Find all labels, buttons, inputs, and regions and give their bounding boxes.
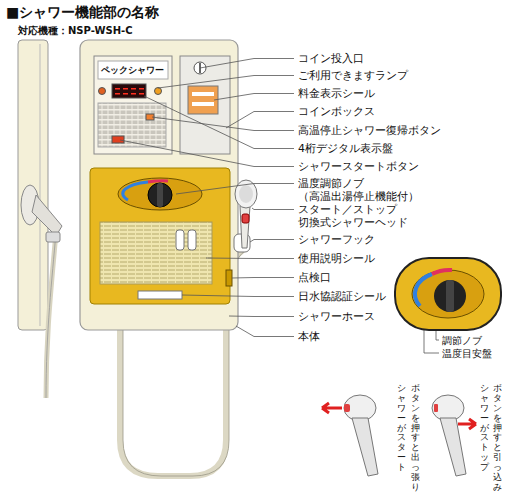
leader-line xyxy=(229,316,294,318)
leader-line xyxy=(200,59,294,69)
display-digits xyxy=(115,88,144,95)
model-note: 対応機種：NSP-WSH-C xyxy=(18,24,133,37)
leader-line xyxy=(206,258,294,260)
leader-line xyxy=(120,140,294,167)
detail-button xyxy=(434,404,438,412)
leader-line xyxy=(232,277,294,279)
vertical-note: ボタンを押すと引っ込み xyxy=(493,384,502,493)
arrow-right xyxy=(458,419,476,429)
start-button xyxy=(112,136,124,143)
instruction-sticker xyxy=(100,222,212,284)
inset-ring xyxy=(412,270,484,318)
detail-handle xyxy=(352,418,378,476)
part-name: シャワーホース xyxy=(298,310,375,323)
page-title: ■シャワー機能部の名称 xyxy=(6,4,159,21)
part-name: コインボックス xyxy=(298,105,375,118)
leader-line xyxy=(236,326,294,337)
vertical-note: ボタンを押すと出っ張り xyxy=(411,384,420,493)
part-name: 点検口 xyxy=(298,271,331,284)
inset-grip xyxy=(446,280,454,312)
part-name: シャワーフック xyxy=(298,233,375,246)
inset-plate xyxy=(395,258,501,330)
leader-line xyxy=(144,96,294,149)
side-hose-edge xyxy=(46,232,56,398)
leader-line xyxy=(176,184,294,195)
brand-name: ペックシャワー xyxy=(101,64,164,77)
side-hose xyxy=(46,232,56,398)
vertical-note: シャワーがストップ xyxy=(480,384,489,473)
knob-grip xyxy=(157,183,163,207)
leader-line xyxy=(152,117,294,131)
side-shower-handle xyxy=(32,195,62,236)
part-name: 料金表示シール xyxy=(298,87,375,100)
part-name: 本体 xyxy=(298,330,320,343)
detail-head xyxy=(432,395,464,421)
leader-line xyxy=(182,295,294,297)
part-name: 使用説明シール xyxy=(298,252,375,265)
digital-display xyxy=(112,84,146,98)
part-name: 温度調節ノブ （高温出湯停止機能付） xyxy=(298,177,424,203)
inset-scale xyxy=(415,274,432,306)
leader-line xyxy=(158,76,294,89)
arrow-left xyxy=(322,403,342,413)
leader-line xyxy=(250,240,294,243)
certification-sticker xyxy=(138,291,182,299)
part-name: 高温停止シャワー復帰ボタン xyxy=(298,124,441,137)
shower-handle xyxy=(240,206,250,248)
part-name: シャワースタートボタン xyxy=(298,160,419,173)
part-name: 日水協認証シール xyxy=(298,290,386,303)
shower-face xyxy=(239,185,253,203)
sticker-icon xyxy=(176,230,184,250)
start-stop-button xyxy=(242,214,249,223)
inspection-port xyxy=(226,270,232,286)
detail-head xyxy=(344,395,376,421)
price-sticker-line xyxy=(192,102,214,106)
inset-knob xyxy=(434,280,466,312)
price-sticker-line xyxy=(192,92,214,96)
leader-line xyxy=(252,208,294,210)
price-sticker xyxy=(188,86,218,114)
temperature-scale xyxy=(123,182,148,200)
side-panel xyxy=(18,40,48,330)
inset-part-name: 温度目安盤 xyxy=(442,347,492,360)
part-name: スタート／ストップ 切換式シャワーヘッド xyxy=(298,203,414,229)
leader-lines xyxy=(120,59,439,354)
side-hook xyxy=(46,232,60,242)
front-panel xyxy=(90,168,230,304)
knob-plate xyxy=(118,178,202,210)
inset-scale-hot xyxy=(432,270,452,274)
part-name: コイン投入口 xyxy=(298,52,364,65)
coin-box xyxy=(180,56,230,154)
sticker-icon xyxy=(188,230,196,250)
part-name: ご利用できますランプ xyxy=(298,69,408,82)
knob-inset xyxy=(395,258,501,330)
temperature-scale-hot xyxy=(148,181,168,182)
side-edge xyxy=(40,44,41,326)
unit-body xyxy=(80,40,238,330)
leader-line xyxy=(214,94,294,101)
detail-handle xyxy=(440,418,466,476)
display-panel xyxy=(94,56,172,154)
leader-line xyxy=(226,112,294,129)
shower-head-detail-in xyxy=(432,395,476,476)
info-grid xyxy=(98,103,166,147)
side-view xyxy=(18,40,62,398)
inset-part-name: 調節ノブ xyxy=(442,334,482,347)
temperature-knob xyxy=(148,183,172,207)
part-name: 4桁デジタル表示盤 xyxy=(298,142,393,155)
available-lamp xyxy=(155,88,162,95)
vertical-note: シャワーがスタート xyxy=(397,384,406,473)
detail-button xyxy=(344,404,350,412)
status-lamp xyxy=(99,88,106,95)
brand-strip xyxy=(98,61,168,79)
shower-head-detail-out xyxy=(322,395,378,476)
